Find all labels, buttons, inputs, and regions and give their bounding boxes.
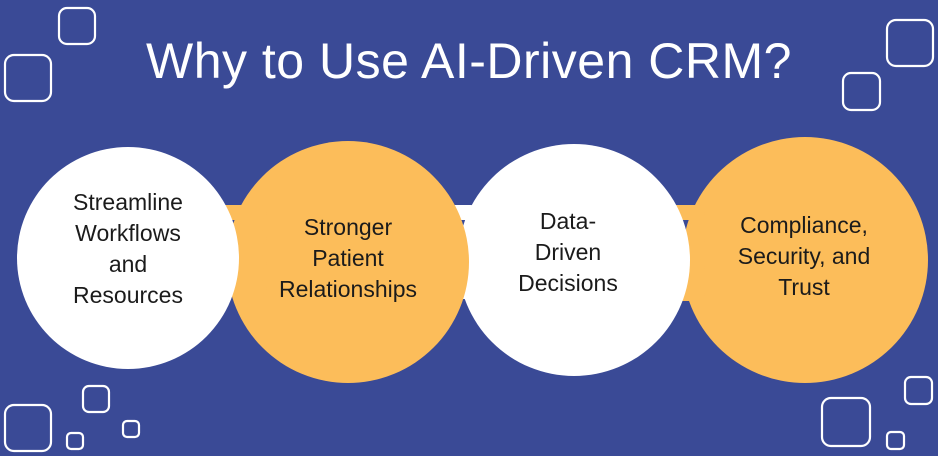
deco-square xyxy=(121,419,141,439)
label-line: Compliance, xyxy=(740,212,868,238)
deco-square xyxy=(841,71,882,112)
item-label-streamline: Streamline Workflows and Resources xyxy=(40,187,216,311)
label-line: Data- xyxy=(539,208,597,234)
circle-streamline xyxy=(17,147,239,369)
deco-square xyxy=(885,18,935,68)
label-line: Resources xyxy=(73,282,183,308)
deco-square xyxy=(903,375,934,406)
item-label-patient-relationships: Stronger Patient Relationships xyxy=(256,212,440,305)
label-line: Workflows xyxy=(75,220,181,246)
label-line: Trust xyxy=(778,274,830,300)
label-line: and xyxy=(108,251,148,277)
item-label-compliance: Compliance, Security, and Trust xyxy=(713,210,895,303)
page-title: Why to Use AI-Driven CRM? xyxy=(146,33,792,89)
item-label-data-driven: Data- Driven Decisions xyxy=(492,206,644,299)
deco-square xyxy=(820,396,872,448)
deco-square xyxy=(81,384,111,414)
circle-patient-relationships xyxy=(227,141,469,383)
label-line: Streamline xyxy=(73,189,183,215)
deco-square xyxy=(65,431,85,451)
label-line: Relationships xyxy=(278,276,418,302)
deco-square xyxy=(57,6,97,46)
label-line: Stronger xyxy=(303,214,393,240)
deco-square xyxy=(3,53,53,103)
deco-square xyxy=(885,430,906,451)
label-line: Patient xyxy=(312,245,384,271)
label-line: Driven xyxy=(534,239,602,265)
decorative-squares xyxy=(3,6,935,453)
circle-data-driven xyxy=(458,144,690,376)
label-line: Decisions xyxy=(518,270,618,296)
deco-square xyxy=(3,403,53,453)
label-line: Security, and xyxy=(737,243,871,269)
circle-compliance xyxy=(682,137,928,383)
